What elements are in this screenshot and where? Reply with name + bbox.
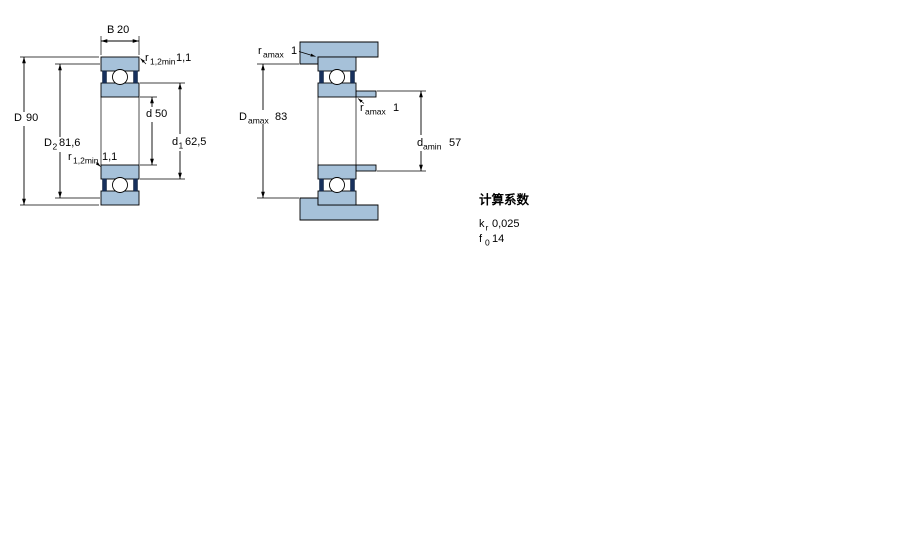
right-view-labels: r amax 1 D amax 83 r amax 1 d amin 57: [239, 45, 461, 152]
seal-left-top: [319, 70, 324, 84]
dim-B-value: 20: [117, 24, 129, 36]
seal-right-bottom: [133, 178, 138, 192]
inner-ring-top: [317, 82, 357, 98]
dim-r-top-value: 1,1: [176, 52, 191, 64]
inner-ring-top: [100, 82, 140, 98]
dim-r-bottom-value: 1,1: [102, 151, 117, 163]
factor-kr-subscript: r: [486, 223, 489, 233]
dim-d1-lines: [140, 82, 185, 180]
shaft-shoulder-bottom: [355, 164, 377, 172]
dim-D2-lines: [55, 63, 100, 199]
dim-D-lines: [20, 56, 99, 206]
dim-da-value: 57: [449, 137, 461, 149]
seal-left-bottom: [319, 178, 324, 192]
bore-lines: [317, 97, 357, 165]
dim-d-lines: [140, 96, 157, 166]
outer-ring-top: [317, 56, 357, 72]
factor-f0-symbol: f: [479, 233, 483, 245]
dim-d1-subscript: 1: [179, 141, 184, 151]
dim-ra-mid-value: 1: [393, 102, 399, 114]
ball-top: [112, 69, 128, 85]
right-bearing-view: [299, 41, 379, 221]
dim-da-subscript: amin: [423, 142, 442, 152]
dim-d-value: 50: [155, 108, 167, 120]
dim-ra-top-symbol: r: [258, 45, 262, 57]
left-view-labels: B 20 r 1,2min 1,1 D 90 D 2 81,6 d 50 d 1…: [14, 24, 206, 166]
dim-r-top-subscript: 1,2min: [150, 57, 176, 67]
dim-Da-lines: [257, 63, 299, 199]
seal-right-top: [133, 70, 138, 84]
seal-left-top: [102, 70, 107, 84]
dim-ra-mid-subscript: amax: [365, 107, 387, 117]
left-bearing-view: [100, 56, 140, 206]
dim-B-lines: [100, 36, 140, 55]
factor-kr-value: 0,025: [492, 218, 520, 230]
dim-r-bottom-symbol: r: [68, 151, 72, 163]
dim-r-bottom-subscript: 1,2min: [73, 156, 99, 166]
seal-left-bottom: [102, 178, 107, 192]
dim-B-symbol: B: [107, 24, 114, 36]
dim-D2-value: 81,6: [59, 137, 80, 149]
dim-Da-value: 83: [275, 111, 287, 123]
dim-D2-symbol: D: [44, 137, 52, 149]
dim-d-symbol: d: [146, 108, 152, 120]
dim-D2-subscript: 2: [53, 142, 58, 152]
dim-d1-symbol: d: [172, 136, 178, 148]
ball-bottom: [112, 177, 128, 193]
calculation-factors: 计算系数 k r 0,025 f 0 14: [479, 192, 530, 248]
inner-ring-bottom: [317, 164, 357, 180]
factor-kr-symbol: k: [479, 218, 485, 230]
dim-r-top-leader: [140, 58, 147, 65]
factor-f0-subscript: 0: [485, 238, 490, 248]
seal-right-bottom: [350, 178, 355, 192]
dim-r-bottom-leader: [95, 162, 101, 167]
dim-D-symbol: D: [14, 112, 22, 124]
dim-ra-top-leader: [298, 51, 316, 57]
dim-r-top-symbol: r: [145, 52, 149, 64]
ball-bottom: [329, 177, 345, 193]
shaft-shoulder-top: [355, 90, 377, 98]
dim-Da-symbol: D: [239, 111, 247, 123]
factor-f0-value: 14: [492, 233, 504, 245]
dim-ra-mid-symbol: r: [360, 102, 364, 114]
dim-da-lines: [377, 90, 426, 172]
outer-ring-top: [100, 56, 140, 72]
bore-lines: [100, 97, 140, 165]
dim-ra-mid-leader: [357, 98, 365, 104]
dim-d1-value: 62,5: [185, 136, 206, 148]
dim-Da-subscript: amax: [248, 116, 270, 126]
dim-ra-top-value: 1: [291, 45, 297, 57]
dim-ra-top-subscript: amax: [263, 50, 285, 60]
ball-top: [329, 69, 345, 85]
outer-ring-bottom: [317, 190, 357, 206]
outer-ring-bottom: [100, 190, 140, 206]
seal-right-top: [350, 70, 355, 84]
dim-da-symbol: d: [417, 137, 423, 149]
inner-ring-bottom: [100, 164, 140, 180]
dim-D-value: 90: [26, 112, 38, 124]
calculation-factors-heading: 计算系数: [479, 192, 530, 207]
